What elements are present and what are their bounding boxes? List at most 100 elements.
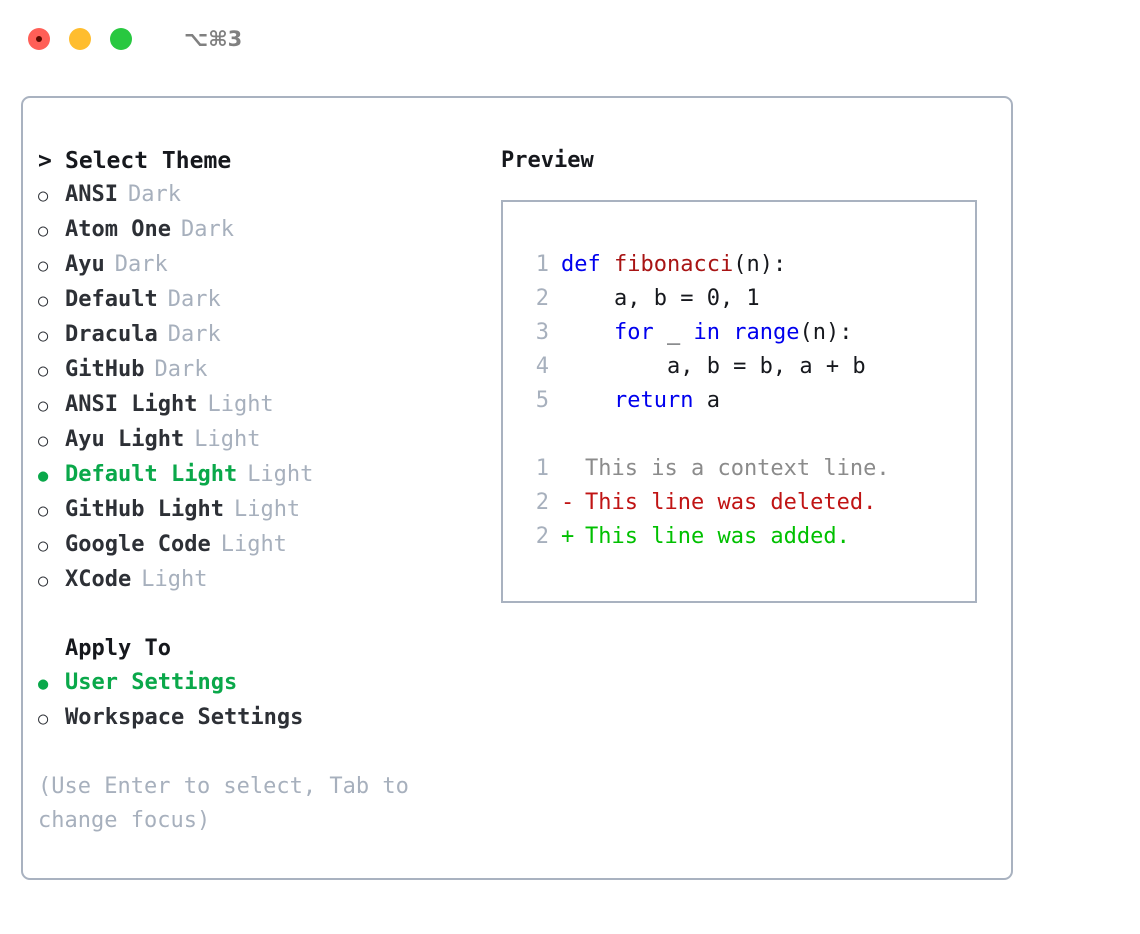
theme-option-label: Default Light <box>65 462 238 487</box>
theme-option-category: Dark <box>167 287 221 312</box>
radio-unselected-icon: ○ <box>38 221 49 241</box>
theme-option-ansi-light[interactable]: ○ ANSI Light Light <box>38 388 488 423</box>
code-line: 1 def fibonacci(n): <box>523 248 975 282</box>
radio-unselected-icon: ○ <box>38 326 49 346</box>
diff-marker-icon: + <box>561 524 575 549</box>
title-bar: ⌥⌘3 <box>0 0 1140 78</box>
close-button-icon[interactable] <box>28 28 50 50</box>
radio-selected-icon: ● <box>38 674 49 694</box>
diff-marker-icon <box>561 452 585 486</box>
code-token-kw: return <box>613 388 694 413</box>
theme-option-label: GitHub <box>65 357 145 382</box>
theme-option-category: Light <box>233 497 301 522</box>
prompt-caret-icon: > <box>38 148 52 174</box>
diff-line-number: 2 <box>535 524 549 549</box>
code-token-kw: in <box>693 320 720 345</box>
diff-line-text: This line was deleted. <box>585 490 877 515</box>
code-line-text: return a <box>561 384 720 418</box>
apply-to-header-label: Apply To <box>65 636 171 661</box>
theme-option-label: ANSI Light <box>65 392 198 417</box>
code-token-plain <box>561 320 614 345</box>
theme-option-category: Light <box>207 392 274 417</box>
apply-to-option-user-settings[interactable]: ● User Settings <box>38 666 488 701</box>
diff-line-text: This line was added. <box>585 524 850 549</box>
code-line-text: a, b = b, a + b <box>561 350 866 384</box>
radio-unselected-icon: ○ <box>38 501 49 521</box>
apply-to-option-label: User Settings <box>65 670 238 695</box>
diff-line-number: 1 <box>535 456 549 481</box>
apply-to-header: Apply To <box>38 632 488 666</box>
code-token-plain: _ <box>653 320 694 345</box>
diff-line-text: This is a context line. <box>585 456 890 481</box>
theme-option-github[interactable]: ○ GitHub Dark <box>38 353 488 388</box>
diff-line-del: 2-This line was deleted. <box>523 486 975 520</box>
maximize-button-icon[interactable] <box>110 28 132 50</box>
theme-option-xcode[interactable]: ○ XCode Light <box>38 563 488 598</box>
code-line-text: for _ in range(n): <box>561 316 852 350</box>
radio-unselected-icon: ○ <box>38 291 49 311</box>
section-spacer <box>38 598 488 632</box>
radio-unselected-icon: ○ <box>38 186 49 206</box>
code-token-fn: fibonacci <box>613 252 734 277</box>
radio-unselected-icon: ○ <box>38 396 49 416</box>
theme-option-label: XCode <box>65 567 132 592</box>
theme-option-category: Dark <box>180 217 234 242</box>
select-theme-header-label: Select Theme <box>65 148 232 174</box>
apply-to-option-workspace-settings[interactable]: ○ Workspace Settings <box>38 701 488 736</box>
code-line-number: 1 <box>535 252 549 277</box>
code-token-plain: (n): <box>799 320 853 345</box>
theme-option-label: GitHub Light <box>65 497 224 522</box>
theme-option-category: Light <box>220 532 287 557</box>
diff-sample: 1 This is a context line. 2-This line was… <box>523 452 975 554</box>
keyboard-shortcut-label: ⌥⌘3 <box>184 27 243 51</box>
theme-option-label: Dracula <box>65 322 158 347</box>
radio-unselected-icon: ○ <box>38 571 49 591</box>
code-token-kw: range <box>733 320 800 345</box>
code-line-number: 5 <box>535 388 549 413</box>
theme-option-category: Dark <box>154 357 208 382</box>
diff-line-add: 2 + This line was added. <box>523 520 975 554</box>
code-token-kw: def <box>561 252 614 277</box>
code-line-number: 3 <box>535 320 549 345</box>
radio-unselected-icon: ○ <box>38 709 49 729</box>
theme-option-dracula[interactable]: ○ Dracula Dark <box>38 318 488 353</box>
theme-option-ayu-light[interactable]: ○ Ayu Light Light <box>38 423 488 458</box>
theme-option-github-light[interactable]: ○ GitHub Light Light <box>38 493 488 528</box>
theme-option-label: Ayu <box>65 252 105 277</box>
code-line: 5 return a <box>523 384 975 418</box>
code-token-plain: (n): <box>733 252 787 277</box>
radio-unselected-icon: ○ <box>38 256 49 276</box>
code-token-plain: a, b = b, a + b <box>561 354 866 379</box>
apply-to-option-label: Workspace Settings <box>65 705 304 730</box>
select-theme-header: > Select Theme <box>38 144 488 178</box>
code-line: 2 a, b = 0, 1 <box>523 282 975 316</box>
minimize-button-icon[interactable] <box>69 28 91 50</box>
theme-option-category: Light <box>141 567 208 592</box>
code-line-number: 2 <box>535 286 549 311</box>
code-line-number: 4 <box>535 354 549 379</box>
diff-marker-icon: - <box>561 490 575 515</box>
theme-option-label: Ayu Light <box>65 427 185 452</box>
keyboard-hint-text: (Use Enter to select, Tab to change focu… <box>38 774 409 833</box>
radio-unselected-icon: ○ <box>38 361 49 381</box>
theme-option-category: Light <box>194 427 261 452</box>
code-token-plain: a, b = 0, 1 <box>561 286 760 311</box>
preview-title: Preview <box>501 148 594 173</box>
theme-option-label: ANSI <box>65 182 118 207</box>
code-token-kw: for <box>613 320 654 345</box>
theme-option-category: Dark <box>167 322 221 347</box>
code-line-text: def fibonacci(n): <box>561 248 786 282</box>
radio-unselected-icon: ○ <box>38 431 49 451</box>
